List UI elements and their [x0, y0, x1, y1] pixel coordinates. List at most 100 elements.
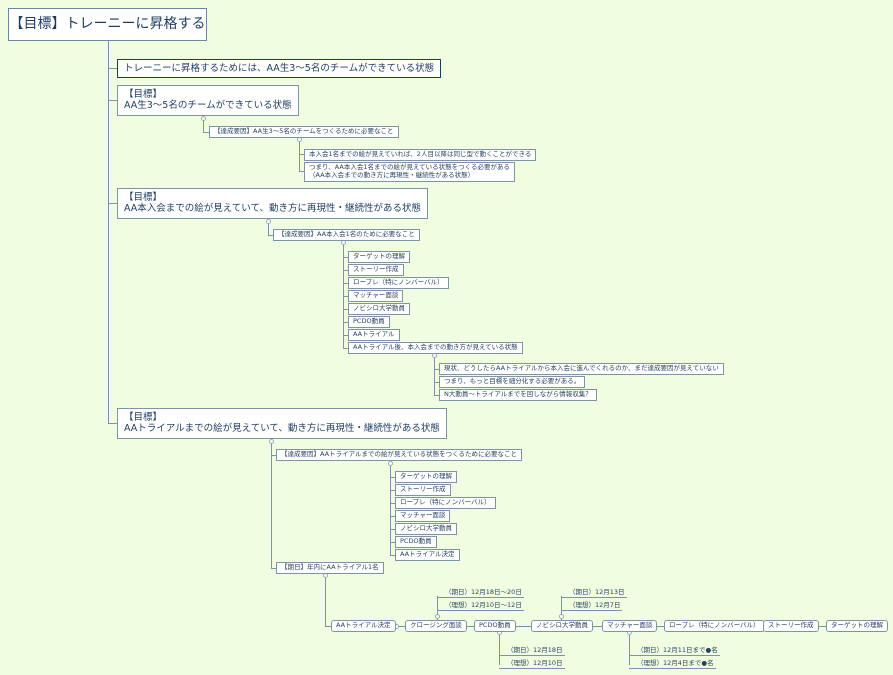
connector [390, 477, 395, 478]
item-node[interactable]: AAトライアル [348, 329, 400, 341]
collapse-toggle[interactable] [266, 219, 271, 224]
item-node[interactable]: AAトライアル決定 [395, 549, 460, 561]
node-label: N大動員〜トライアルまでを回しながら情報収集？ [444, 390, 592, 398]
chain-node-closing[interactable]: クロージング面談 [405, 620, 467, 632]
node-label: ノビシロ大学動員 [400, 524, 452, 532]
node-label: PCDO動員 [353, 317, 385, 325]
item-node[interactable]: ノビシロ大学動員 [348, 303, 410, 315]
chain-node-aa-trial[interactable]: AAトライアル決定 [331, 620, 396, 632]
connector [390, 516, 395, 517]
node-label: ターゲットの理解 [400, 472, 452, 480]
factor-node[interactable]: 【達成要因】AAトライアルまでの絵が見えている状態をつくるために必要なこと [276, 449, 523, 461]
node-label: ノビシロ大学動員 [536, 621, 588, 629]
node-label: つまり、AA本入会1名までの絵が見えている状態をつくる必要がある [309, 163, 510, 171]
node-label: ロープレ（特にノンバーバル） [669, 621, 760, 629]
note-closing-deadline: （期日）12月18日〜20日 [437, 586, 524, 598]
deadline-node[interactable]: 【期日】年内にAAトライアル1名 [276, 562, 384, 574]
node-label: 【達成要因】AA本入会1名のために必要なこと [278, 230, 415, 238]
node-label: 【達成要因】AAトライアルまでの絵が見えている状態をつくるために必要なこと [281, 450, 518, 458]
node-label: 【目標】 [124, 412, 163, 423]
node-label: ストーリー作成 [353, 265, 399, 273]
note-pcdo-deadline: （期日）12月18日 [499, 644, 565, 656]
node-label: AAトライアル後、本入会までの動き方が見えている状態 [353, 343, 518, 351]
node-label: ノビシロ大学動員 [353, 304, 405, 312]
node-label: （AA本入会までの動き方に再現性・継続性がある状態） [309, 170, 475, 179]
chain-node-story[interactable]: ストーリー作成 [763, 620, 819, 632]
subitem-node[interactable]: つまり、もっと目標を細分化する必要がある。 [439, 376, 586, 388]
chain-node-nobishiro[interactable]: ノビシロ大学動員 [531, 620, 593, 632]
item-node[interactable]: ターゲットの理解 [348, 251, 410, 263]
connector [268, 235, 273, 236]
node-label: ストーリー作成 [768, 621, 814, 629]
node-label: マッチャー面談 [353, 291, 399, 299]
collapse-toggle[interactable] [559, 614, 564, 619]
subitem-node[interactable]: N大動員〜トライアルまでを回しながら情報収集？ [439, 389, 597, 401]
node-label: 【達成要因】AA生3〜5名のチームをつくるために必要なこと [214, 127, 394, 135]
note-matcher-ideal: （理想）12月4日まで●名 [629, 657, 716, 669]
note-nobishiro-deadline: （期日）12月13日 [561, 586, 627, 598]
node-label: つまり、もっと目標を細分化する必要がある。 [444, 377, 581, 385]
connector [325, 626, 331, 627]
collapse-toggle[interactable] [388, 461, 393, 466]
root-node[interactable]: 【目標】トレーニーに昇格する [8, 8, 207, 41]
connector [271, 455, 276, 456]
collapse-toggle[interactable] [201, 116, 206, 121]
item-node[interactable]: マッチャー面談 [395, 510, 451, 522]
node-label: 現状、どうしたらAAトライアルから本入会に進んでくれるのか、まだ達成要因が見えて… [444, 364, 719, 372]
chain-node-roleplay[interactable]: ロープレ（特にノンバーバル） [664, 620, 765, 632]
node-label: AAトライアル決定 [400, 550, 455, 558]
item-node[interactable]: 本入会1名までの絵が見えていれば、2人目以降は同じ型で動くことができる [304, 149, 537, 161]
item-node[interactable]: ロープレ（特にノンバーバル） [348, 277, 449, 289]
node-label: AAトライアル決定 [336, 621, 391, 629]
item-node[interactable]: AAトライアル後、本入会までの動き方が見えている状態 [348, 342, 523, 354]
node-label: 本入会1名までの絵が見えていれば、2人目以降は同じ型で動くことができる [309, 150, 532, 158]
factor-node[interactable]: 【達成要因】AA生3〜5名のチームをつくるために必要なこと [209, 126, 399, 138]
factor-node[interactable]: 【達成要因】AA本入会1名のために必要なこと [273, 229, 420, 241]
node-label: ロープレ（特にノンバーバル） [400, 498, 491, 506]
chain-node-target[interactable]: ターゲットの理解 [826, 620, 888, 632]
item-node[interactable]: つまり、AA本入会1名までの絵が見えている状態をつくる必要がある （AA本入会ま… [304, 162, 515, 182]
level1-node-goal-enroll[interactable]: 【目標】 AA本入会までの絵が見えていて、動き方に再現性・継続性がある状態 [117, 188, 429, 219]
connector [343, 283, 348, 284]
root-label: 【目標】トレーニーに昇格する [9, 16, 206, 33]
connector [108, 203, 117, 204]
collapse-toggle[interactable] [269, 439, 274, 444]
node-label: PCDO動員 [400, 537, 432, 545]
connector [343, 309, 348, 310]
item-node[interactable]: ノビシロ大学動員 [395, 523, 457, 535]
level1-node-summary[interactable]: トレーニーに昇格するためには、AA生3〜5名のチームができている状態 [117, 59, 442, 79]
connector [390, 542, 395, 543]
item-node[interactable]: マッチャー面談 [348, 290, 404, 302]
note-nobishiro-ideal: （理想）12月7日 [561, 599, 623, 611]
item-node[interactable]: ロープレ（特にノンバーバル） [395, 497, 496, 509]
node-label: AAトライアルまでの絵が見えていて、動き方に再現性・継続性がある状態 [124, 423, 440, 435]
chain-node-matcher[interactable]: マッチャー面談 [602, 620, 658, 632]
connector [271, 440, 272, 568]
item-node[interactable]: ターゲットの理解 [395, 471, 457, 483]
item-node[interactable]: PCDO動員 [348, 316, 390, 328]
collapse-toggle[interactable] [435, 614, 440, 619]
connector [343, 257, 348, 258]
connector [299, 171, 304, 172]
item-node[interactable]: PCDO動員 [395, 536, 437, 548]
node-label: 【目標】 [124, 89, 163, 100]
connector [108, 68, 117, 69]
level1-node-goal-trial[interactable]: 【目標】 AAトライアルまでの絵が見えていて、動き方に再現性・継続性がある状態 [117, 408, 447, 439]
connector [325, 575, 326, 626]
node-label: 【目標】 [124, 192, 163, 203]
level1-node-goal-team[interactable]: 【目標】 AA生3〜5名のチームができている状態 [117, 85, 299, 116]
item-node[interactable]: ストーリー作成 [395, 484, 451, 496]
connector [629, 632, 630, 665]
node-label: マッチャー面談 [607, 621, 653, 629]
connector [390, 529, 395, 530]
connector [271, 568, 276, 569]
note-closing-ideal: （理想）12月10日〜12日 [437, 599, 524, 611]
connector [299, 139, 300, 171]
item-node[interactable]: ストーリー作成 [348, 264, 404, 276]
node-label: PCDO動員 [479, 621, 511, 629]
connector [108, 100, 117, 101]
connector [343, 335, 348, 336]
connector [343, 322, 348, 323]
chain-node-pcdo[interactable]: PCDO動員 [474, 620, 516, 632]
subitem-node[interactable]: 現状、どうしたらAAトライアルから本入会に進んでくれるのか、まだ達成要因が見えて… [439, 363, 724, 375]
